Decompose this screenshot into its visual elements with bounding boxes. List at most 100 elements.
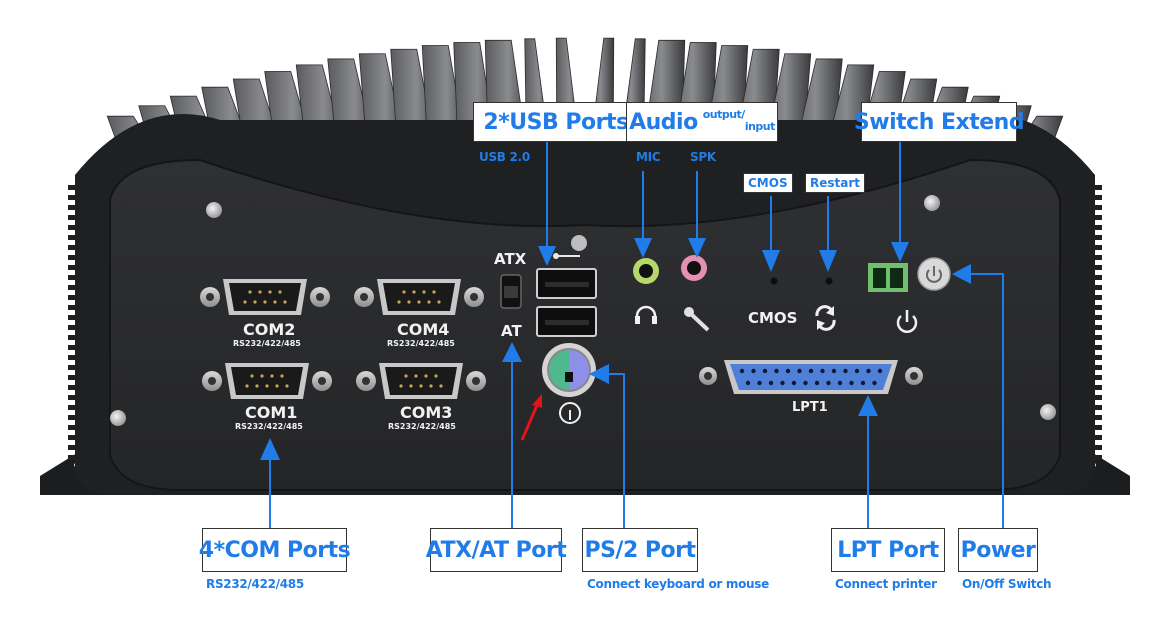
atx-arrowhead: [502, 342, 522, 362]
cmos-pinhole: [770, 277, 778, 285]
serration: [68, 365, 77, 370]
com3-label: COM3: [400, 403, 453, 422]
serration: [1093, 425, 1102, 430]
com3-spec: RS232/422/485: [388, 422, 456, 431]
power-button: [917, 257, 951, 291]
ps2-arrowhead: [589, 364, 609, 384]
serration: [68, 405, 77, 410]
com-callout-sub: RS232/422/485: [206, 577, 304, 591]
switch-extend-callout: Switch Extend: [854, 102, 1025, 142]
serration: [68, 265, 77, 270]
serration: [68, 245, 77, 250]
serration: [68, 235, 77, 240]
serration: [68, 335, 77, 340]
serration: [1093, 185, 1102, 190]
lpt-arrowhead: [858, 395, 878, 416]
serration: [68, 285, 77, 290]
audio-spk-jack: [681, 255, 707, 281]
db9-connector: [356, 363, 486, 399]
usb-callout-sub: USB 2.0: [479, 150, 530, 164]
audio-callout-subscript: input: [744, 119, 776, 133]
serration: [68, 395, 77, 400]
power-callout-label: Power: [960, 537, 1036, 563]
headphone-icon: [635, 305, 657, 324]
cmos-panel-label: CMOS: [748, 309, 798, 327]
serration: [68, 305, 77, 310]
atx-callout-label: ATX/AT Port: [425, 537, 567, 563]
ps2-callout: PS/2 Port: [582, 528, 698, 572]
serration: [1093, 385, 1102, 390]
power-symbol-icon: [896, 310, 918, 333]
atx-label: ATX: [494, 250, 527, 268]
serration: [68, 275, 77, 280]
serration: [1093, 285, 1102, 290]
lpt1-label: LPT1: [792, 400, 828, 415]
restart-icon: [815, 305, 836, 331]
serration: [68, 195, 77, 200]
serration: [1093, 225, 1102, 230]
serration: [68, 385, 77, 390]
ps2-callout-label: PS/2 Port: [584, 537, 696, 563]
lpt-callout-sub: Connect printer: [835, 577, 937, 591]
usb-ports: [536, 268, 597, 337]
serration: [68, 375, 77, 380]
serration: [1093, 435, 1102, 440]
audio-callout: Audio output/ input: [626, 102, 778, 142]
serration: [68, 455, 77, 460]
atx-callout: ATX/AT Port: [426, 528, 567, 572]
serration: [1093, 405, 1102, 410]
serration: [68, 425, 77, 430]
serration: [68, 345, 77, 350]
serration: [68, 215, 77, 220]
serration: [1093, 345, 1102, 350]
serration: [68, 205, 77, 210]
lpt-callout: LPT Port: [831, 528, 945, 572]
audio-callout-label: Audio: [629, 109, 698, 135]
switch-extend-callout-label: Switch Extend: [853, 109, 1025, 135]
spk-arrowhead: [688, 238, 706, 258]
com-arrowhead: [260, 438, 280, 460]
mic-arrowhead: [634, 238, 652, 258]
usb-arrowhead: [538, 246, 556, 266]
cmos-callout: CMOS: [743, 173, 793, 193]
serration: [68, 255, 77, 260]
serration: [68, 315, 77, 320]
panel-screws: [110, 195, 1056, 426]
power-callout-sub: On/Off Switch: [962, 577, 1052, 591]
serration: [1093, 265, 1102, 270]
db9-connector: [354, 279, 484, 315]
audio-mic-jack: [633, 258, 659, 284]
com4-label: COM4: [397, 320, 450, 339]
serration: [1093, 355, 1102, 360]
restart-pinhole: [825, 277, 833, 285]
serration: [1093, 455, 1102, 460]
switch-extend-terminal: [868, 263, 908, 292]
microphone-icon: [684, 307, 710, 332]
leader-lines: [269, 137, 1004, 528]
serration: [1093, 315, 1102, 320]
serration: [1093, 235, 1102, 240]
db9-connector: [200, 279, 330, 315]
serration: [1093, 215, 1102, 220]
switch-arrowhead: [891, 242, 909, 262]
serration: [1093, 415, 1102, 420]
serration: [1093, 275, 1102, 280]
audio-mic-label: MIC: [636, 150, 661, 164]
red-arrow-icon: [520, 394, 542, 441]
audio-spk-label: SPK: [690, 150, 716, 164]
serration: [68, 185, 77, 190]
serration: [68, 435, 77, 440]
power-callout: Power: [958, 528, 1038, 572]
db9-connector: [202, 363, 332, 399]
restart-arrowhead: [819, 250, 837, 272]
serration: [1093, 325, 1102, 330]
serration: [1093, 305, 1102, 310]
com-callout: 4*COM Ports: [199, 528, 351, 572]
serration: [1093, 245, 1102, 250]
serration: [1093, 375, 1102, 380]
serration: [1093, 445, 1102, 450]
serration: [68, 295, 77, 300]
ps2-symbol-icon: [559, 402, 581, 424]
serration: [1093, 195, 1102, 200]
